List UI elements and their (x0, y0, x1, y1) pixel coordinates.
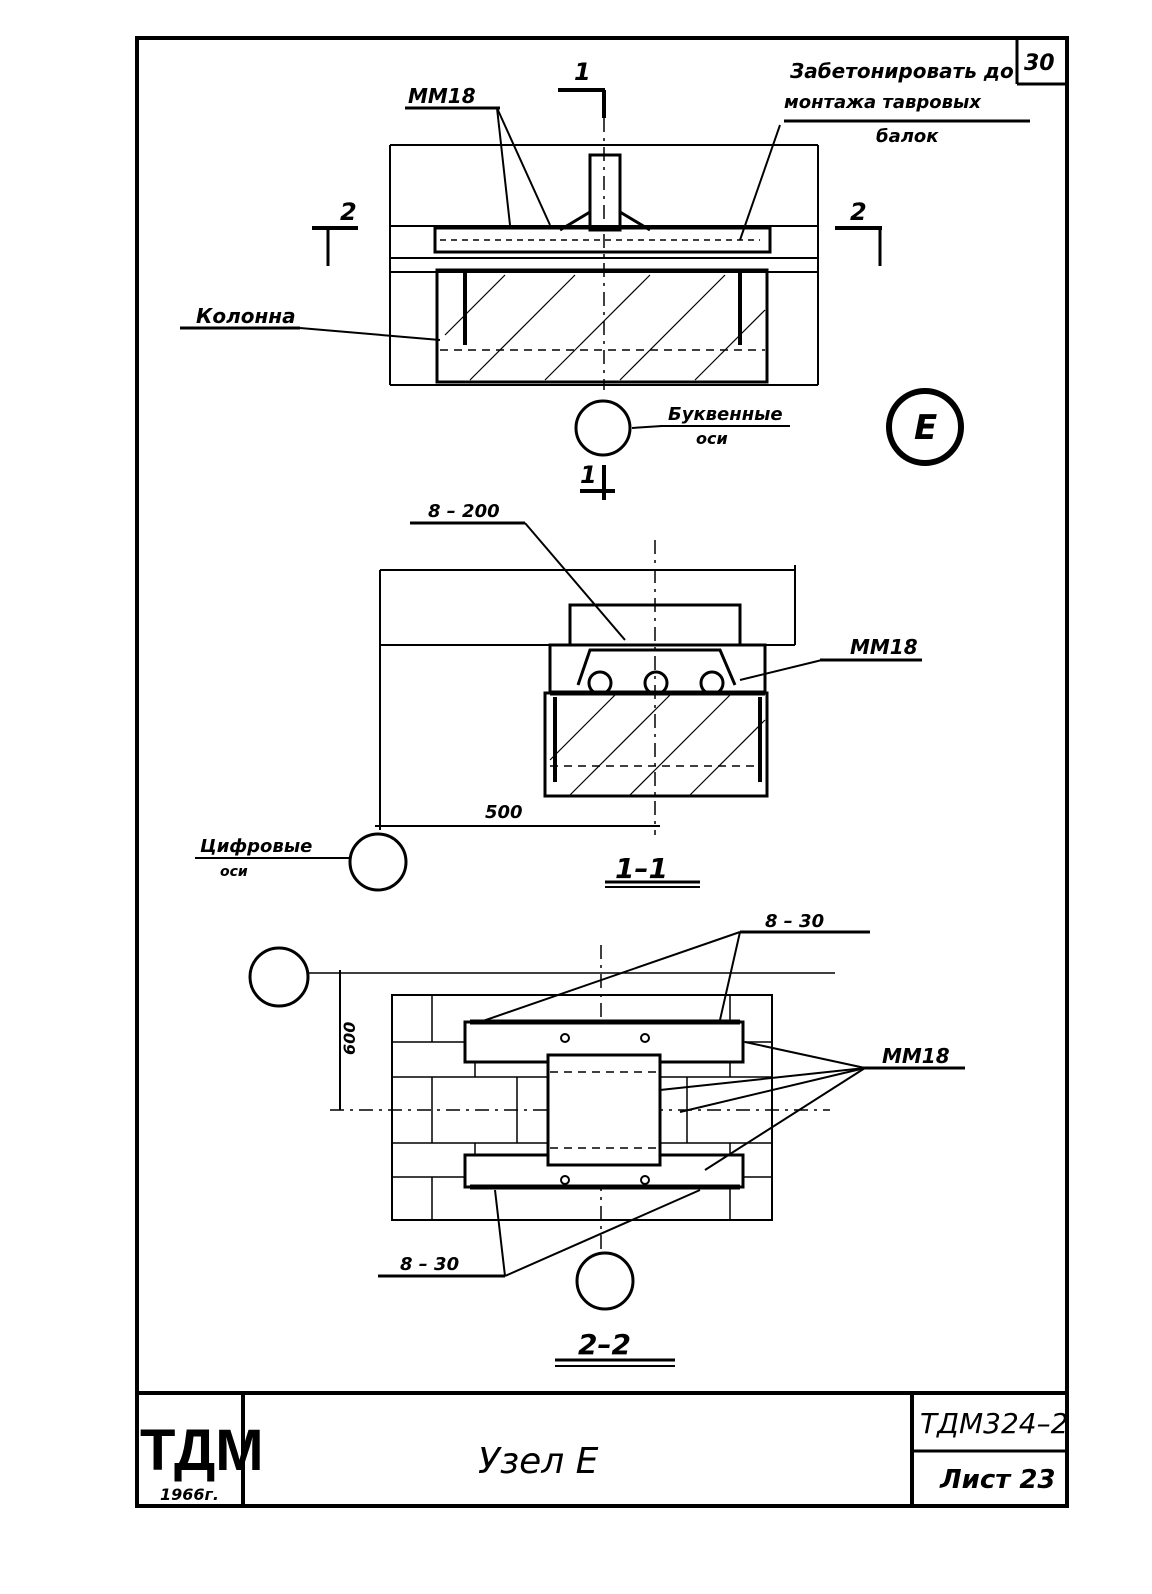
logo-tdm: ТДМ (140, 1418, 264, 1483)
note-line-1: Забетонировать до (789, 59, 1014, 83)
mm18-top-label: ММ18 (408, 84, 476, 108)
sheet-number: Лист 23 (939, 1465, 1056, 1495)
section-1-mark-top: 1 (574, 58, 591, 86)
note-line-3: балок (876, 126, 939, 147)
drawing-code: ТДМ324–2 (920, 1407, 1068, 1440)
mm18-bottom-label: ММ18 (882, 1044, 950, 1068)
section-1-1-title: 1–1 (615, 852, 668, 885)
column-label: Колонна (196, 304, 296, 328)
anchor-30-top-label: 8 – 30 (765, 911, 824, 932)
section-2-2-title: 2–2 (578, 1328, 631, 1361)
mm18-mid-label: ММ18 (850, 635, 918, 659)
logo-year: 1966г. (160, 1485, 219, 1504)
axis-bubble-left (248, 946, 310, 1008)
axis-bubble-bottom (575, 1251, 635, 1311)
sheet-frame (135, 36, 1069, 1508)
letter-axis-bubble (574, 399, 632, 457)
note-line-2: монтажа тавровых (784, 92, 982, 113)
section-2-mark-left: 2 (340, 198, 357, 226)
letter-axes-label-2: оси (696, 429, 728, 448)
node-e-letter: E (914, 408, 937, 448)
dim-600: 600 (340, 1022, 359, 1055)
top-view: Забетонировать до монтажа тавровых балок… (180, 58, 1030, 500)
drawing-title: Узел Е (478, 1441, 599, 1482)
section-1-1: 8 – 200 ММ18 (195, 501, 922, 892)
letter-axes-label-1: Буквенные (668, 404, 783, 425)
node-e-circle (886, 388, 964, 466)
section-1-mark-bottom: 1 (580, 461, 597, 489)
digital-axis-bubble (348, 832, 408, 892)
digital-axes-label-1: Цифровые (200, 836, 312, 857)
corner-number-box: 30 (1015, 38, 1067, 86)
section-2-mark-right: 2 (850, 198, 867, 226)
anchor-200-label: 8 – 200 (428, 501, 500, 522)
anchor-30-bottom-label: 8 – 30 (400, 1254, 459, 1275)
section-2-2: 8 – 30 600 (248, 911, 965, 1367)
title-block: ТДМ 1966г. Узел Е ТДМ324–2 Лист 23 (137, 1391, 1068, 1506)
dim-500: 500 (485, 802, 523, 823)
corner-number: 30 (1024, 51, 1055, 76)
digital-axes-label-2: оси (220, 864, 248, 880)
